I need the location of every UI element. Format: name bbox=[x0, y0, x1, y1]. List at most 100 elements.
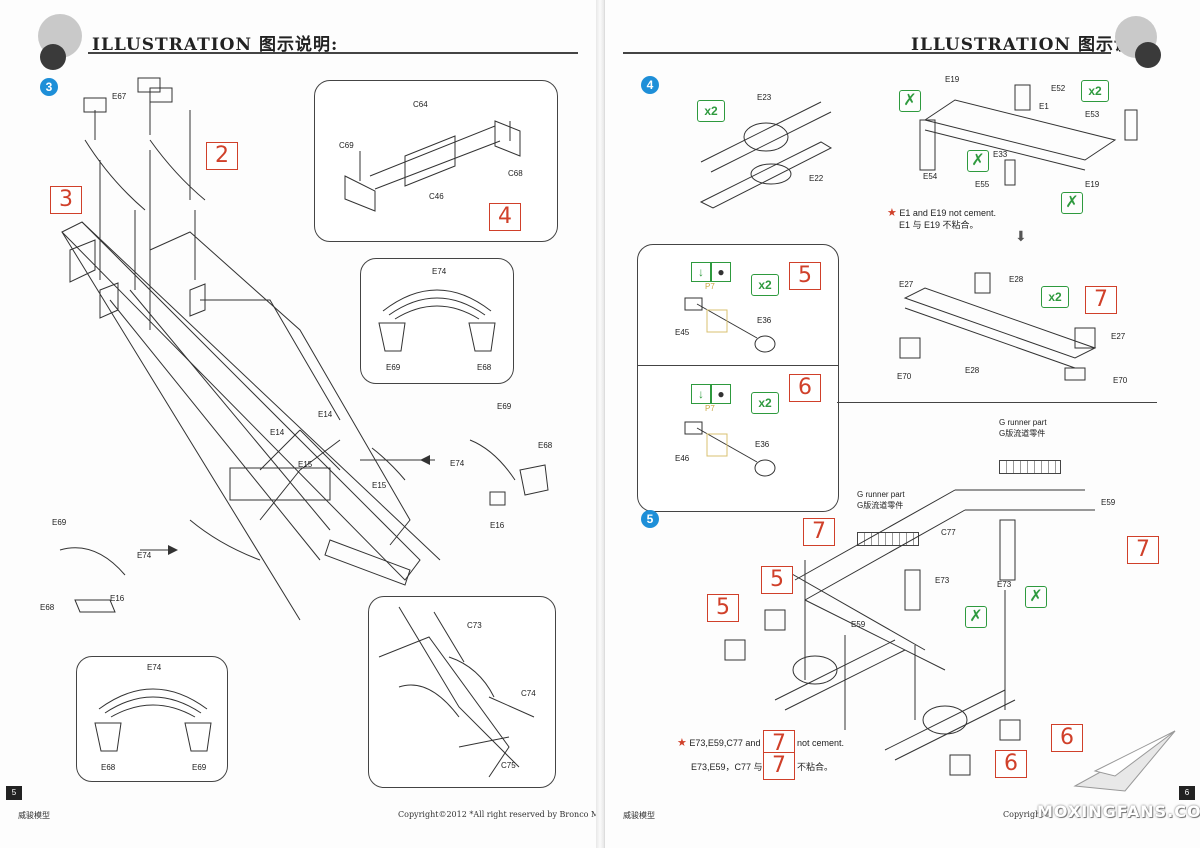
header-rule-right bbox=[623, 52, 1111, 54]
frame-e1-drawing bbox=[919, 84, 1138, 186]
page-title: ILLUSTRATION 图示说明: bbox=[92, 35, 339, 55]
label-E59-bottom: E59 bbox=[851, 620, 866, 629]
quantity-tag: x2 bbox=[751, 274, 779, 296]
label-E52: E52 bbox=[1051, 84, 1066, 93]
label-E28-top: E28 bbox=[1009, 275, 1024, 284]
ref-box-7-mid: 7 bbox=[1085, 286, 1117, 314]
no-glue-icon: ✗ bbox=[1061, 192, 1083, 214]
label-E33: E33 bbox=[993, 150, 1008, 159]
no-glue-icon: ✗ bbox=[1025, 586, 1047, 608]
right-page: ILLUSTRATION 图示说明: 4 x2 E23 E22 x2 E19 E… bbox=[604, 0, 1200, 848]
footer-copyright-left: Copyright©2012 *All right reserved by Br… bbox=[398, 810, 596, 819]
label-E70-left: E70 bbox=[897, 372, 912, 381]
inset-c73-assembly: C73 C74 C75 bbox=[368, 596, 556, 788]
label-E15-right: E15 bbox=[372, 481, 387, 490]
ref-box-3: 3 bbox=[50, 186, 82, 214]
shaft-e36-upper-drawing bbox=[684, 297, 776, 353]
step-number-4: 4 bbox=[641, 76, 659, 94]
inset-spring-upper: E74 E69 E68 bbox=[360, 258, 514, 384]
label-E73-right: E73 bbox=[997, 580, 1012, 589]
quantity-tag: x2 bbox=[1081, 80, 1109, 102]
warning-star-icon: ★ bbox=[887, 207, 897, 219]
label-E69-side: E69 bbox=[497, 402, 512, 411]
label-E69-left: E69 bbox=[52, 518, 67, 527]
footer-brand-left: 威骏模型 bbox=[18, 811, 50, 820]
g-runner-label-1: G runner part bbox=[999, 418, 1047, 427]
label-P7-upper: P7 bbox=[705, 282, 715, 291]
paper-plane-logo bbox=[1073, 730, 1176, 792]
down-arrow-icon: ⬇ bbox=[1015, 228, 1027, 244]
label-E68-left: E68 bbox=[40, 603, 55, 612]
label-C77: C77 bbox=[941, 528, 956, 537]
label-E74-left: E74 bbox=[137, 551, 152, 560]
label-E14-right: E14 bbox=[318, 410, 333, 419]
note-bottom-en: ★ E73,E59,C77 and bbox=[677, 736, 760, 749]
chassis-axles-drawing bbox=[724, 489, 1095, 776]
label-E69-upper: E69 bbox=[386, 363, 401, 372]
glue-icon: ● bbox=[711, 384, 731, 404]
label-E27-left: E27 bbox=[899, 280, 914, 289]
label-E19-top: E19 bbox=[945, 75, 960, 84]
label-E22: E22 bbox=[809, 174, 824, 183]
label-E74-lower: E74 bbox=[147, 663, 162, 672]
label-E69-lower: E69 bbox=[192, 763, 207, 772]
chassis-frame-drawing bbox=[59, 77, 549, 621]
note-bottom-cn-post: 不粘合。 bbox=[797, 762, 834, 772]
label-E74-upper: E74 bbox=[432, 267, 447, 276]
footer-copyright-right: Copyright© bbox=[1003, 810, 1052, 819]
glue-icon: ● bbox=[711, 262, 731, 282]
frame-e28-drawing bbox=[899, 272, 1097, 381]
label-E36-lower: E36 bbox=[755, 440, 770, 449]
ref-box-7-left: 7 bbox=[803, 518, 835, 546]
footer-brand-right: 威骏模型 bbox=[623, 811, 655, 820]
ref-box-6-bottom: 6 bbox=[995, 750, 1027, 778]
inset-c64-assembly: C64 C69 C68 C46 4 bbox=[314, 80, 558, 242]
note-top-cn: E1 与 E19 不粘合。 bbox=[899, 220, 979, 230]
label-E36-upper: E36 bbox=[757, 316, 772, 325]
ref-box-7-note-cn: 7 bbox=[763, 752, 795, 780]
label-C73: C73 bbox=[467, 621, 482, 630]
step-number-5: 5 bbox=[641, 510, 659, 528]
shaft-e36-lower-drawing bbox=[684, 421, 776, 477]
label-E59-top: E59 bbox=[1101, 498, 1116, 507]
label-E74-side: E74 bbox=[450, 459, 465, 468]
label-C68: C68 bbox=[508, 169, 523, 178]
note-bottom-cn-pre: E73,E59，C77 与 bbox=[691, 762, 763, 772]
ref-box-4: 4 bbox=[489, 203, 521, 231]
ref-box-6-right: 6 bbox=[1051, 724, 1083, 752]
label-E55: E55 bbox=[975, 180, 990, 189]
page-number-right: 6 bbox=[1179, 786, 1195, 800]
label-E68-lower: E68 bbox=[101, 763, 116, 772]
warning-star-icon: ★ bbox=[677, 737, 687, 749]
label-E27-right: E27 bbox=[1111, 332, 1126, 341]
label-E1: E1 bbox=[1039, 102, 1049, 111]
label-E67: E67 bbox=[112, 92, 127, 101]
quantity-tag: x2 bbox=[751, 392, 779, 414]
runner-sprue-icon bbox=[857, 532, 919, 546]
label-C69: C69 bbox=[339, 141, 354, 150]
label-C75: C75 bbox=[501, 761, 516, 770]
panel-divider bbox=[638, 365, 838, 366]
note-top-en: ★ E1 and E19 not cement. bbox=[887, 206, 996, 219]
ref-box-6-upper: 6 bbox=[789, 374, 821, 402]
ref-box-7-right: 7 bbox=[1127, 536, 1159, 564]
inset-c64-drawing bbox=[344, 120, 521, 212]
insert-down-icon: ↓ bbox=[691, 262, 711, 282]
label-E70-right: E70 bbox=[1113, 376, 1128, 385]
page-gutter bbox=[596, 0, 604, 848]
runner-sprue-icon bbox=[999, 460, 1061, 474]
inset-spring-upper-drawing bbox=[378, 289, 496, 352]
ref-box-5-mid: 5 bbox=[761, 566, 793, 594]
inset-c73-drawing bbox=[378, 606, 535, 778]
label-E45: E45 bbox=[675, 328, 690, 337]
left-page: ILLUSTRATION 图示说明: 3 bbox=[0, 0, 597, 848]
label-C64: C64 bbox=[413, 100, 428, 109]
inset-spring-lower-drawing bbox=[94, 688, 212, 752]
label-E14-left: E14 bbox=[270, 428, 285, 437]
label-C74: C74 bbox=[521, 689, 536, 698]
note-top-en-text: E1 and E19 not cement. bbox=[899, 208, 996, 218]
header-decor-circle-dark bbox=[40, 44, 66, 70]
label-E54: E54 bbox=[923, 172, 938, 181]
label-E53: E53 bbox=[1085, 110, 1100, 119]
